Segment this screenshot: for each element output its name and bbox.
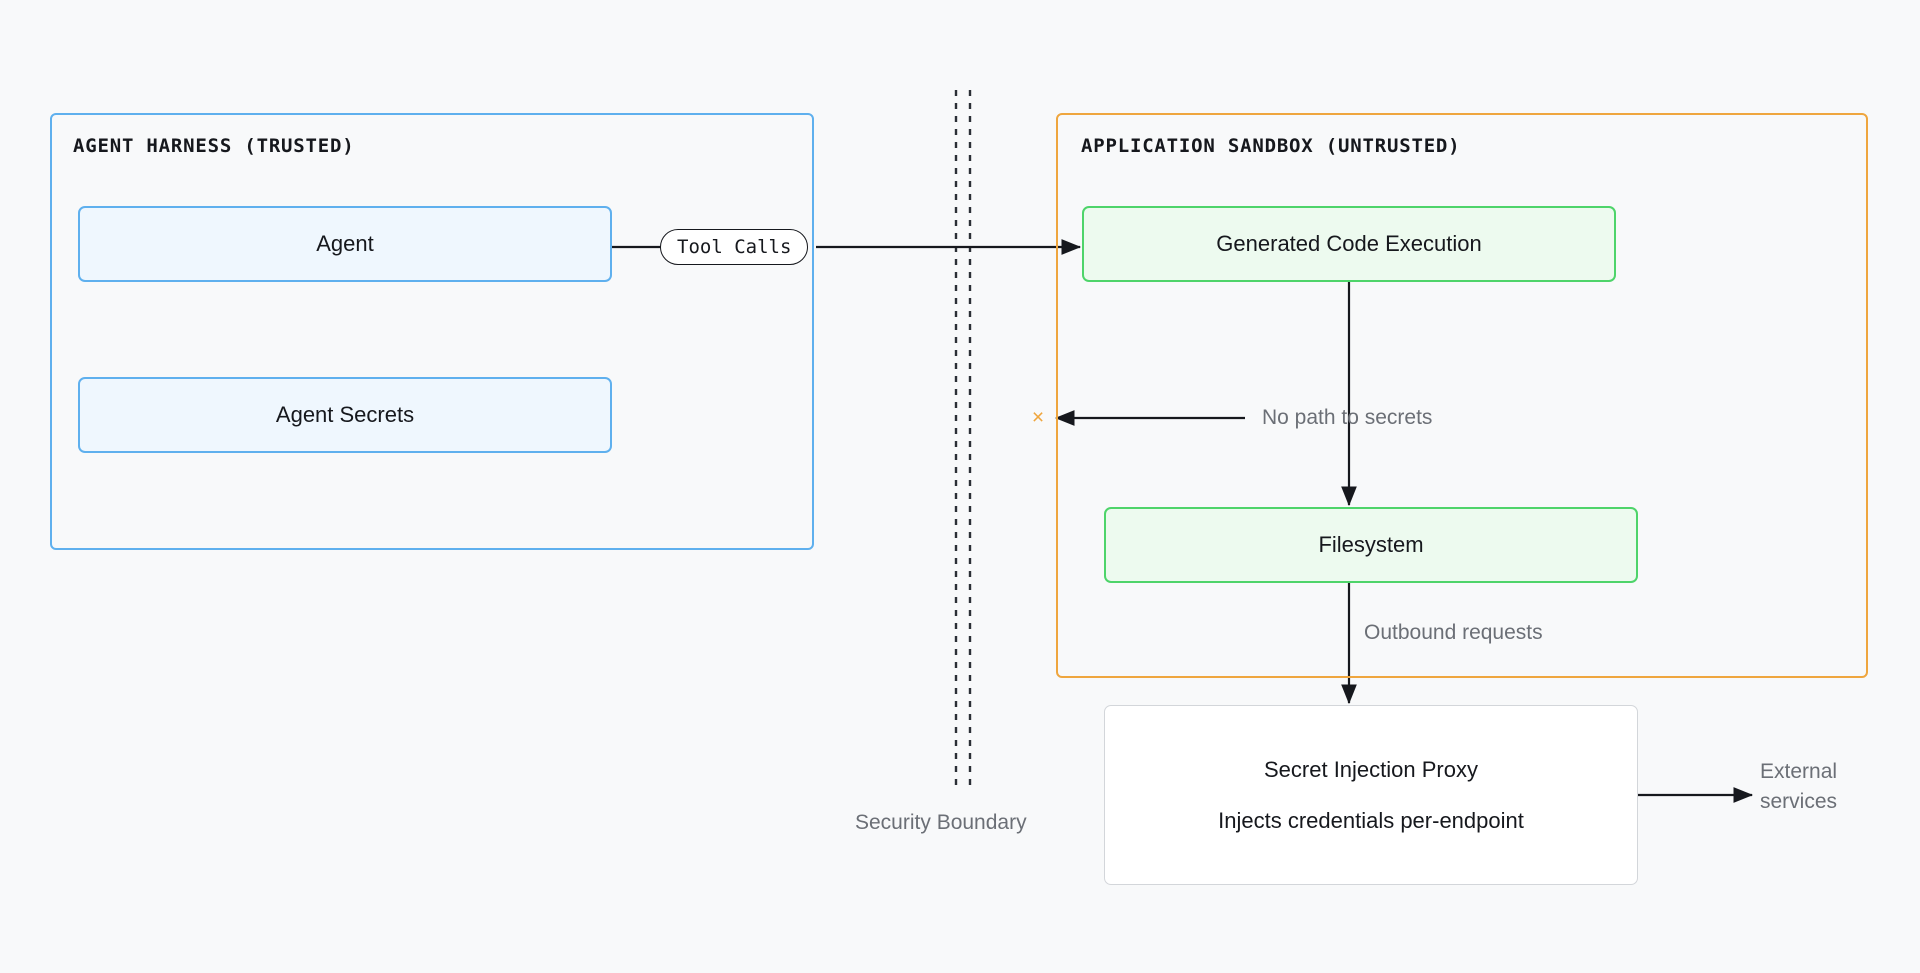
- security-boundary-lines: [954, 90, 972, 790]
- group-application-sandbox: [1056, 113, 1868, 678]
- node-secret-injection-proxy-sublabel: Injects credentials per-endpoint: [1218, 807, 1524, 833]
- blocked-path-x-icon: ×: [1031, 406, 1045, 429]
- group-agent-harness-title: AGENT HARNESS (TRUSTED): [73, 135, 355, 157]
- node-filesystem-label: Filesystem: [1318, 532, 1424, 558]
- edge-label-no-path-to-secrets: No path to secrets: [1262, 406, 1433, 429]
- node-external-services-label: External services: [1760, 760, 1838, 814]
- node-generated-code-execution-label: Generated Code Execution: [1216, 231, 1482, 257]
- node-agent-secrets[interactable]: Agent Secrets: [78, 377, 612, 453]
- edge-label-outbound-requests: Outbound requests: [1364, 621, 1543, 644]
- node-agent-secrets-label: Agent Secrets: [275, 402, 415, 428]
- node-secret-injection-proxy-label: Secret Injection Proxy: [1264, 756, 1478, 782]
- security-boundary-label: Security Boundary: [855, 811, 1027, 834]
- node-agent[interactable]: Agent: [78, 206, 612, 282]
- node-agent-label: Agent: [316, 231, 374, 257]
- node-secret-injection-proxy[interactable]: Secret Injection Proxy Injects credentia…: [1104, 705, 1638, 885]
- group-application-sandbox-title: APPLICATION SANDBOX (UNTRUSTED): [1081, 135, 1461, 157]
- group-agent-harness: [50, 113, 814, 550]
- node-filesystem[interactable]: Filesystem: [1104, 507, 1638, 583]
- node-generated-code-execution[interactable]: Generated Code Execution: [1082, 206, 1616, 282]
- edge-label-tool-calls[interactable]: Tool Calls: [660, 229, 809, 265]
- edge-label-tool-calls-text: Tool Calls: [677, 236, 792, 258]
